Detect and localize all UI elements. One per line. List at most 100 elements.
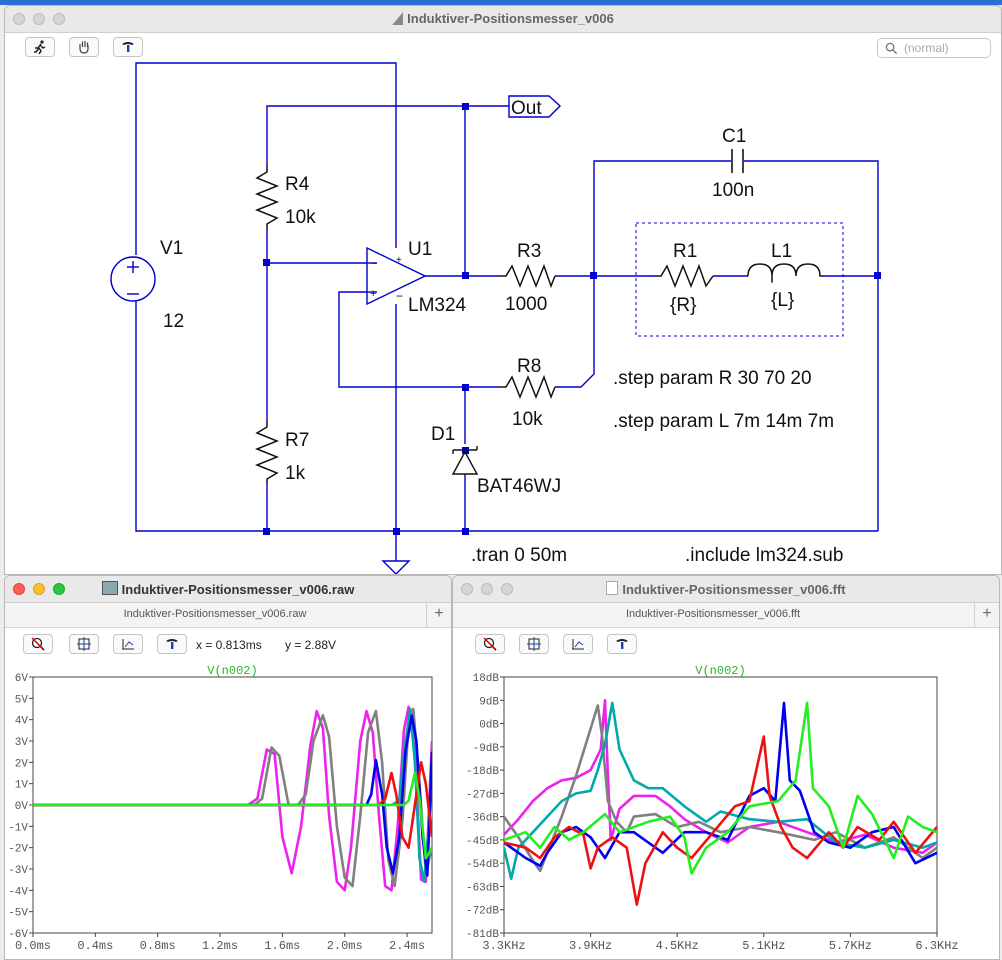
schematic-canvas[interactable]: − + + − Out V1 12 R4 10k R7 1k U1 LM324 … [5,6,1002,575]
r8-label: R8 [517,356,541,377]
opamp-u1[interactable]: − + + − [366,246,427,306]
y-tick-label: -72dB [466,906,499,918]
probe-button[interactable] [113,37,143,57]
r1-value: {R} [670,295,696,316]
resistor-r3[interactable] [500,263,556,289]
cursor-x-readout: x = 0.813ms [196,638,262,652]
cursor-icon [572,639,584,650]
running-man-icon [34,40,46,55]
zoom-button[interactable] [53,13,65,25]
x-tick-label: 2.0ms [327,939,363,953]
node [590,272,597,279]
include-directive[interactable]: .include lm324.sub [685,545,843,566]
close-button[interactable] [461,583,473,595]
x-tick-label: 0.0ms [15,939,51,953]
resistor-r1[interactable] [655,263,714,289]
autorange-icon [527,637,541,651]
y-tick-label: 5V [15,694,29,706]
out-port-flag[interactable] [508,95,562,118]
zoom-button[interactable] [501,583,513,595]
probe-icon [166,639,178,649]
fft-plot[interactable]: 18dB9dB0dB-9dB-18dB-27dB-36dB-45dB-54dB-… [453,576,1000,960]
trace-name-label[interactable]: V(n002) [207,664,257,678]
node [393,528,400,535]
magnifier-cross-icon [31,637,45,651]
cursor-button[interactable] [563,634,593,654]
step-r-directive[interactable]: .step param R 30 70 20 [613,368,812,389]
tran-directive[interactable]: .tran 0 50m [471,545,567,566]
wire-r4-top [266,105,465,166]
r8-value: 10k [512,409,543,430]
run-button[interactable] [25,37,55,57]
add-tab-button[interactable]: + [974,603,999,627]
schematic-window: Induktiver-Positionsmesser_v006 (normal) [4,5,1002,575]
close-button[interactable] [13,13,25,25]
probe-button[interactable] [157,634,187,654]
out-label: Out [511,98,542,119]
delete-trace-button[interactable] [23,634,53,654]
search-placeholder: (normal) [904,41,949,55]
wire-plus-input [338,291,500,388]
l1-label: L1 [771,241,792,262]
minimize-button[interactable] [33,13,45,25]
resistor-r8[interactable] [500,374,556,400]
pan-button[interactable] [69,37,99,57]
r3-value: 1000 [505,294,547,315]
resistor-r4[interactable] [254,166,280,230]
tab-raw[interactable]: Induktiver-Positionsmesser_v006.raw [123,608,307,620]
probe-button[interactable] [607,634,637,654]
y-tick-label: -3V [8,865,28,877]
node [462,272,469,279]
add-tab-button[interactable]: + [426,603,451,627]
wire-v1-top [135,62,397,255]
y-tick-label: -54dB [466,859,499,871]
hand-icon [79,41,89,54]
raw-titlebar[interactable]: Induktiver-Positionsmesser_v006.raw [5,576,451,603]
zoom-button[interactable] [53,583,65,595]
series-line-1 [504,704,937,873]
c1-value: 100n [712,180,754,201]
x-tick-label: 5.1KHz [742,939,785,953]
x-tick-label: 6.3KHz [915,939,958,953]
minimize-button[interactable] [481,583,493,595]
y-tick-label: 18dB [473,673,500,685]
probe-icon [616,639,628,649]
series-line-0 [33,705,432,892]
cursor-button[interactable] [113,634,143,654]
l1-value: {L} [771,290,794,311]
r7-value: 1k [285,463,306,484]
x-tick-label: 0.4ms [77,939,113,953]
voltage-source-v1[interactable] [110,256,156,302]
y-tick-label: -4V [8,886,28,898]
y-tick-label: -27dB [466,789,499,801]
y-tick-label: 6V [15,673,29,685]
fft-plot-window: Induktiver-Positionsmesser_v006.fft Indu… [452,575,1000,960]
series-line-5 [33,771,432,860]
capacitor-c1[interactable] [731,149,744,173]
inductor-l1[interactable] [747,263,822,283]
minimize-button[interactable] [33,583,45,595]
close-button[interactable] [13,583,25,595]
autorange-button[interactable] [69,634,99,654]
wire-r8-right [555,276,595,388]
step-l-directive[interactable]: .step param L 7m 14m 7m [613,411,834,432]
search-field[interactable]: (normal) [877,38,991,58]
raw-tabbar: Induktiver-Positionsmesser_v006.raw + [5,603,451,628]
schematic-doc-icon [392,12,404,25]
delete-trace-button[interactable] [475,634,505,654]
svg-text:−: − [396,289,403,303]
x-tick-label: 5.7KHz [829,939,872,953]
tab-fft[interactable]: Induktiver-Positionsmesser_v006.fft [625,608,801,620]
wire-r4-r7 [266,230,377,264]
resistor-r7[interactable] [254,421,280,484]
trace-name-label[interactable]: V(n002) [695,664,745,678]
fft-titlebar[interactable]: Induktiver-Positionsmesser_v006.fft [453,576,999,603]
y-tick-label: -63dB [466,882,499,894]
diode-d1[interactable] [451,446,479,475]
autorange-button[interactable] [519,634,549,654]
magnifier-cross-icon [483,637,497,651]
d1-label: D1 [431,424,455,445]
schematic-titlebar[interactable]: Induktiver-Positionsmesser_v006 [5,6,1001,33]
svg-text:+: + [396,255,402,266]
